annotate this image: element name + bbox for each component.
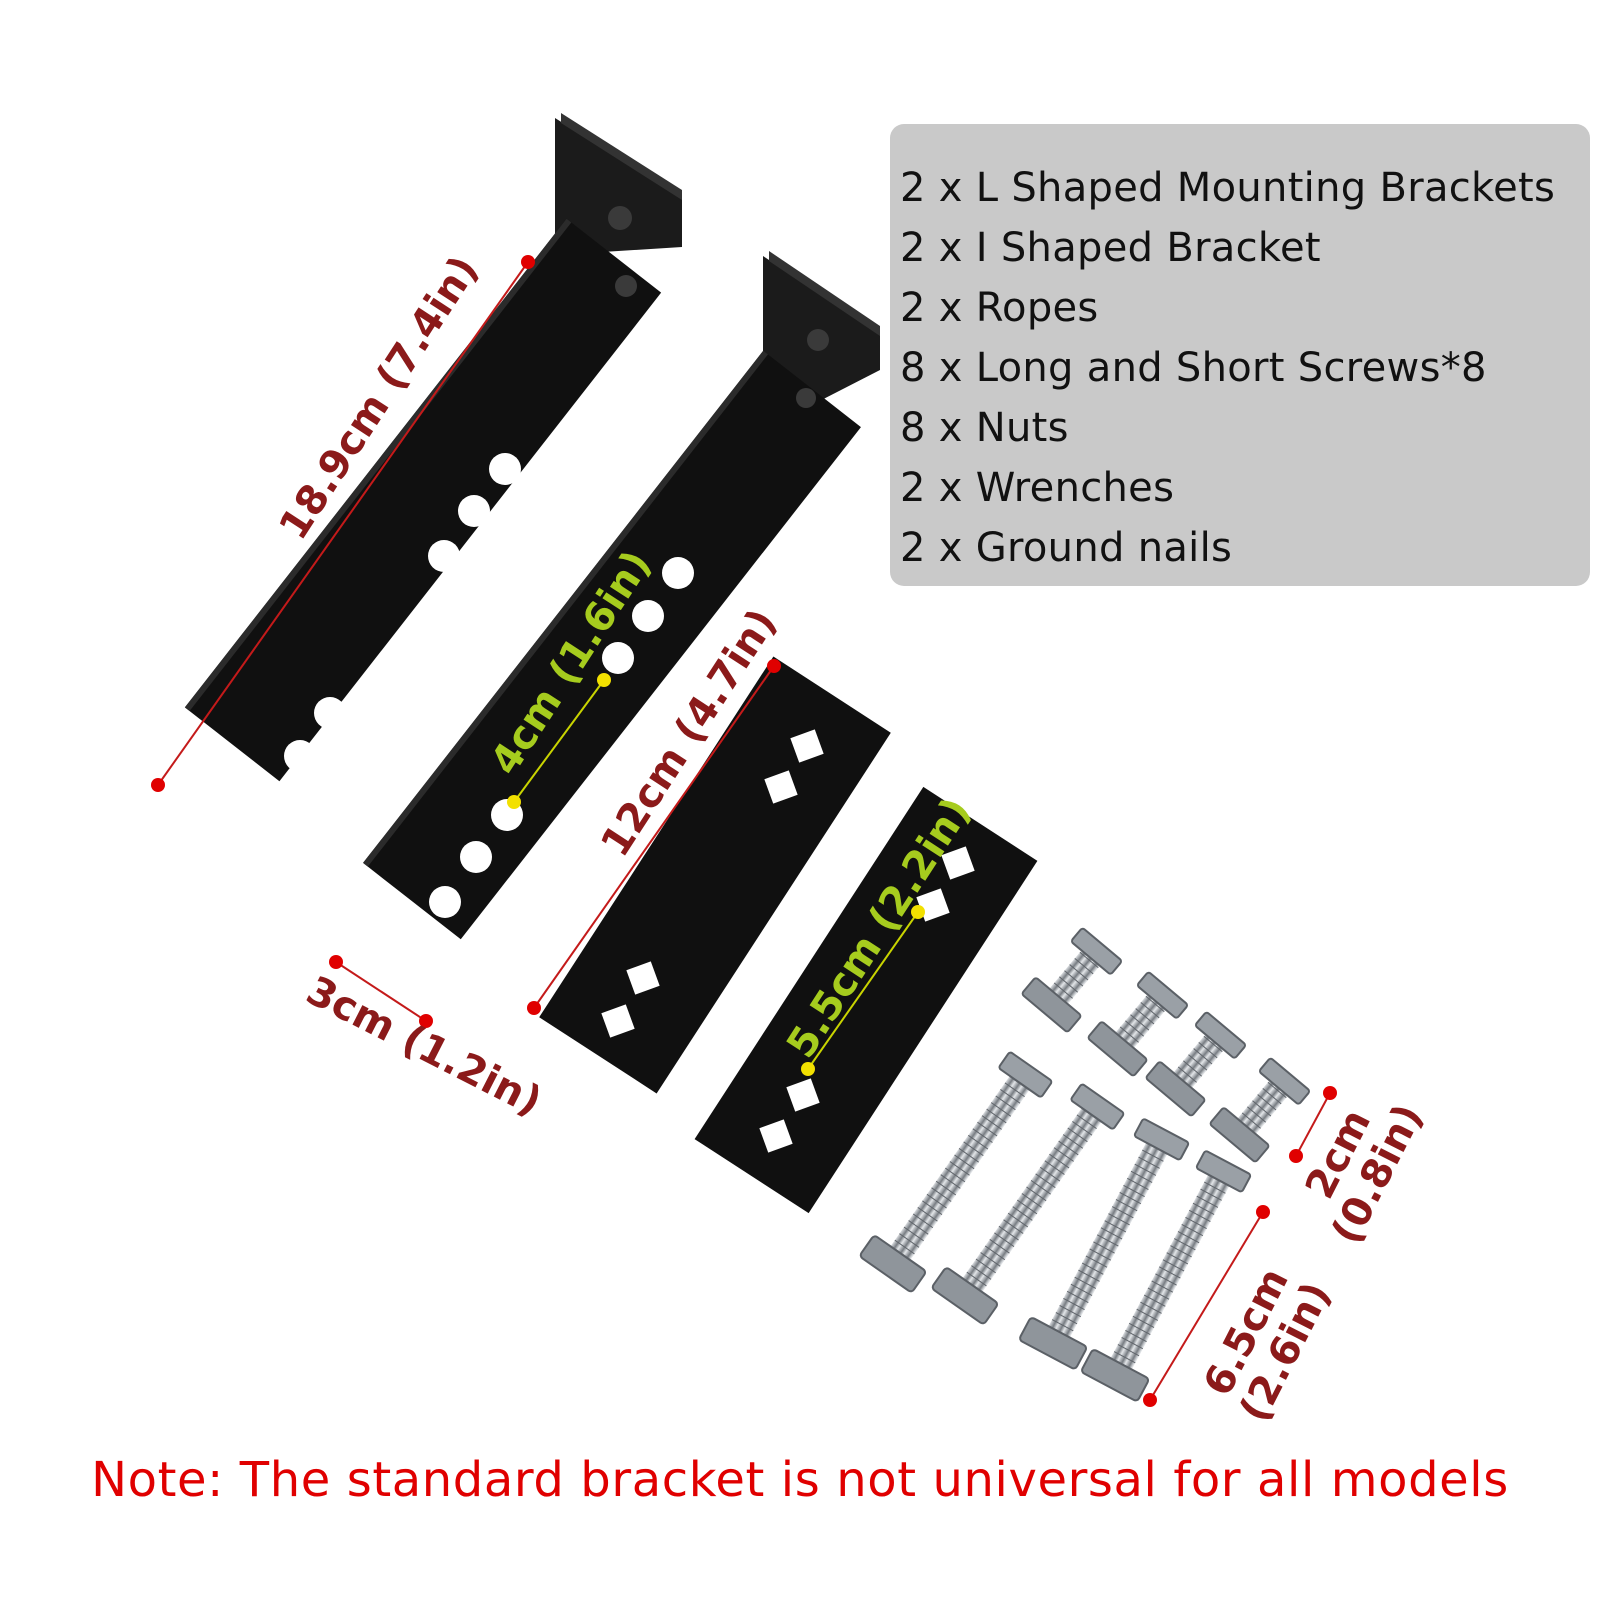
i-bracket-2 [694, 786, 1038, 1214]
contents-item: 2 x Ropes [900, 285, 1099, 331]
contents-panel [890, 124, 1590, 586]
dimension-label-short-screw: 2cm (0.8in) [1297, 1097, 1432, 1251]
contents-item: 2 x L Shaped Mounting Brackets [900, 165, 1556, 211]
compatibility-note: Note: The standard bracket is not univer… [91, 1452, 1509, 1508]
i-bracket-1 [539, 656, 891, 1094]
short-screws [1021, 927, 1310, 1163]
l-bracket-2 [363, 251, 880, 940]
long-screws [859, 1051, 1252, 1402]
contents-list: 2 x L Shaped Mounting Brackets 2 x I Sha… [900, 158, 1555, 578]
contents-item: 2 x Ground nails [900, 525, 1233, 571]
l-bracket-1 [184, 113, 682, 815]
contents-item: 8 x Long and Short Screws*8 [900, 345, 1487, 391]
contents-item: 8 x Nuts [900, 405, 1069, 451]
dimension-lines [151, 255, 1337, 1407]
contents-item: 2 x I Shaped Bracket [900, 225, 1321, 271]
dimension-label-long-screw: 6.5cm (2.6in) [1195, 1261, 1340, 1429]
contents-item: 2 x Wrenches [900, 465, 1175, 511]
dimension-label-bracket-width: 3cm (1.2in) [299, 968, 549, 1126]
